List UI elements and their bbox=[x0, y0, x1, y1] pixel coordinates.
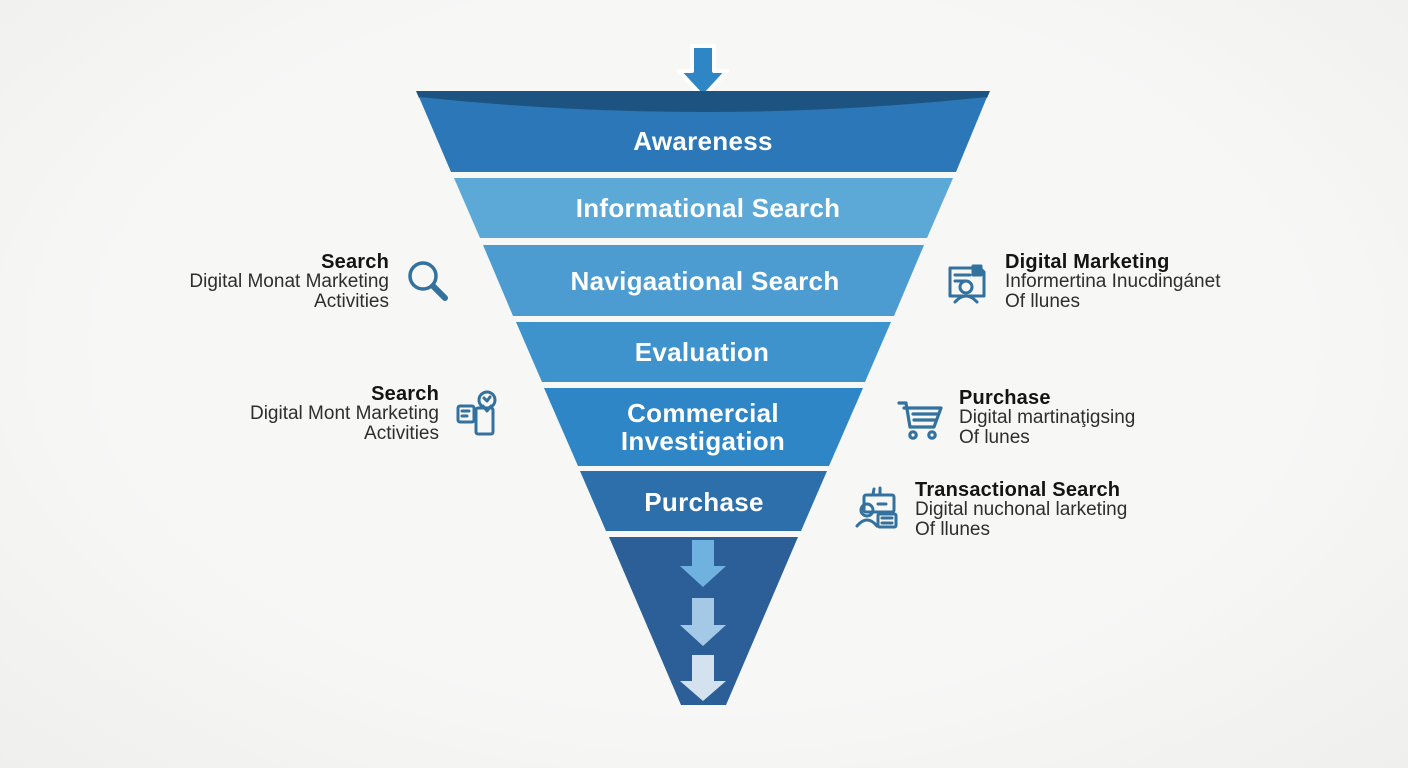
tip-arrow-2-icon bbox=[680, 598, 726, 646]
magnifier-icon bbox=[404, 258, 452, 306]
stage-label-commercial: Commercial bbox=[627, 398, 779, 428]
stage-label-investigation: Investigation bbox=[621, 426, 785, 456]
id-document-icon bbox=[944, 258, 992, 306]
annotation-title: Digital Marketing bbox=[1005, 251, 1170, 273]
annotation-right-transactional-search: Transactional Search Digital nuchonal la… bbox=[854, 480, 1127, 539]
tip-arrow-3-icon bbox=[680, 655, 726, 701]
funnel-stage-evaluation bbox=[516, 322, 891, 382]
shopping-cart-icon bbox=[896, 394, 946, 442]
stage-label-navigational-search: Navigaational Search bbox=[571, 266, 840, 296]
stage-label-informational-search: Informational Search bbox=[576, 193, 841, 223]
funnel-stage-commercial-investigation bbox=[544, 388, 863, 466]
funnel-stage-awareness bbox=[419, 97, 987, 172]
annotation-line: Activities bbox=[314, 290, 389, 312]
tip-arrow-1-icon bbox=[680, 540, 726, 587]
annotation-title: Transactional Search bbox=[915, 479, 1121, 501]
annotation-line: Informertina Inucdingánet bbox=[1005, 271, 1221, 292]
annotation-title: Purchase bbox=[959, 387, 1051, 409]
annotation-left-search-1: Search Digital Monat Marketing Activitie… bbox=[189, 252, 452, 311]
annotation-right-purchase: Purchase Digital martinaţigsing Of lunes bbox=[896, 388, 1135, 447]
funnel-stage-navigational-search bbox=[483, 245, 924, 316]
annotation-left-search-2: Search Digital Mont Marketing Activities bbox=[250, 384, 502, 443]
stage-label-awareness: Awareness bbox=[633, 126, 773, 156]
funnel-entry-arrow-icon bbox=[677, 44, 729, 99]
stage-label-purchase: Purchase bbox=[644, 487, 763, 517]
annotation-title: Search bbox=[371, 383, 439, 405]
annotation-line: Of llunes bbox=[1005, 290, 1080, 312]
annotation-line: Digital martinaţigsing bbox=[959, 407, 1136, 428]
annotation-line: Digital Mont Marketing bbox=[249, 403, 439, 424]
annotation-title: Search bbox=[321, 251, 389, 273]
annotation-line: Of llunes bbox=[915, 518, 990, 540]
annotation-line: Activities bbox=[364, 422, 439, 444]
funnel-lip bbox=[416, 91, 990, 113]
funnel-stage-purchase bbox=[580, 471, 827, 531]
contact-badge-icon bbox=[854, 486, 902, 534]
funnel-stage-informational-search bbox=[454, 178, 953, 238]
annotation-line: Digital Monat Marketing bbox=[189, 271, 389, 292]
stage-label-evaluation: Evaluation bbox=[635, 337, 769, 367]
annotation-line: Of lunes bbox=[959, 426, 1030, 448]
annotation-right-digital-marketing: Digital Marketing Informertina Inucdingá… bbox=[944, 252, 1220, 311]
annotation-line: Digital nuchonal larketing bbox=[915, 499, 1128, 520]
device-location-icon bbox=[454, 390, 502, 438]
